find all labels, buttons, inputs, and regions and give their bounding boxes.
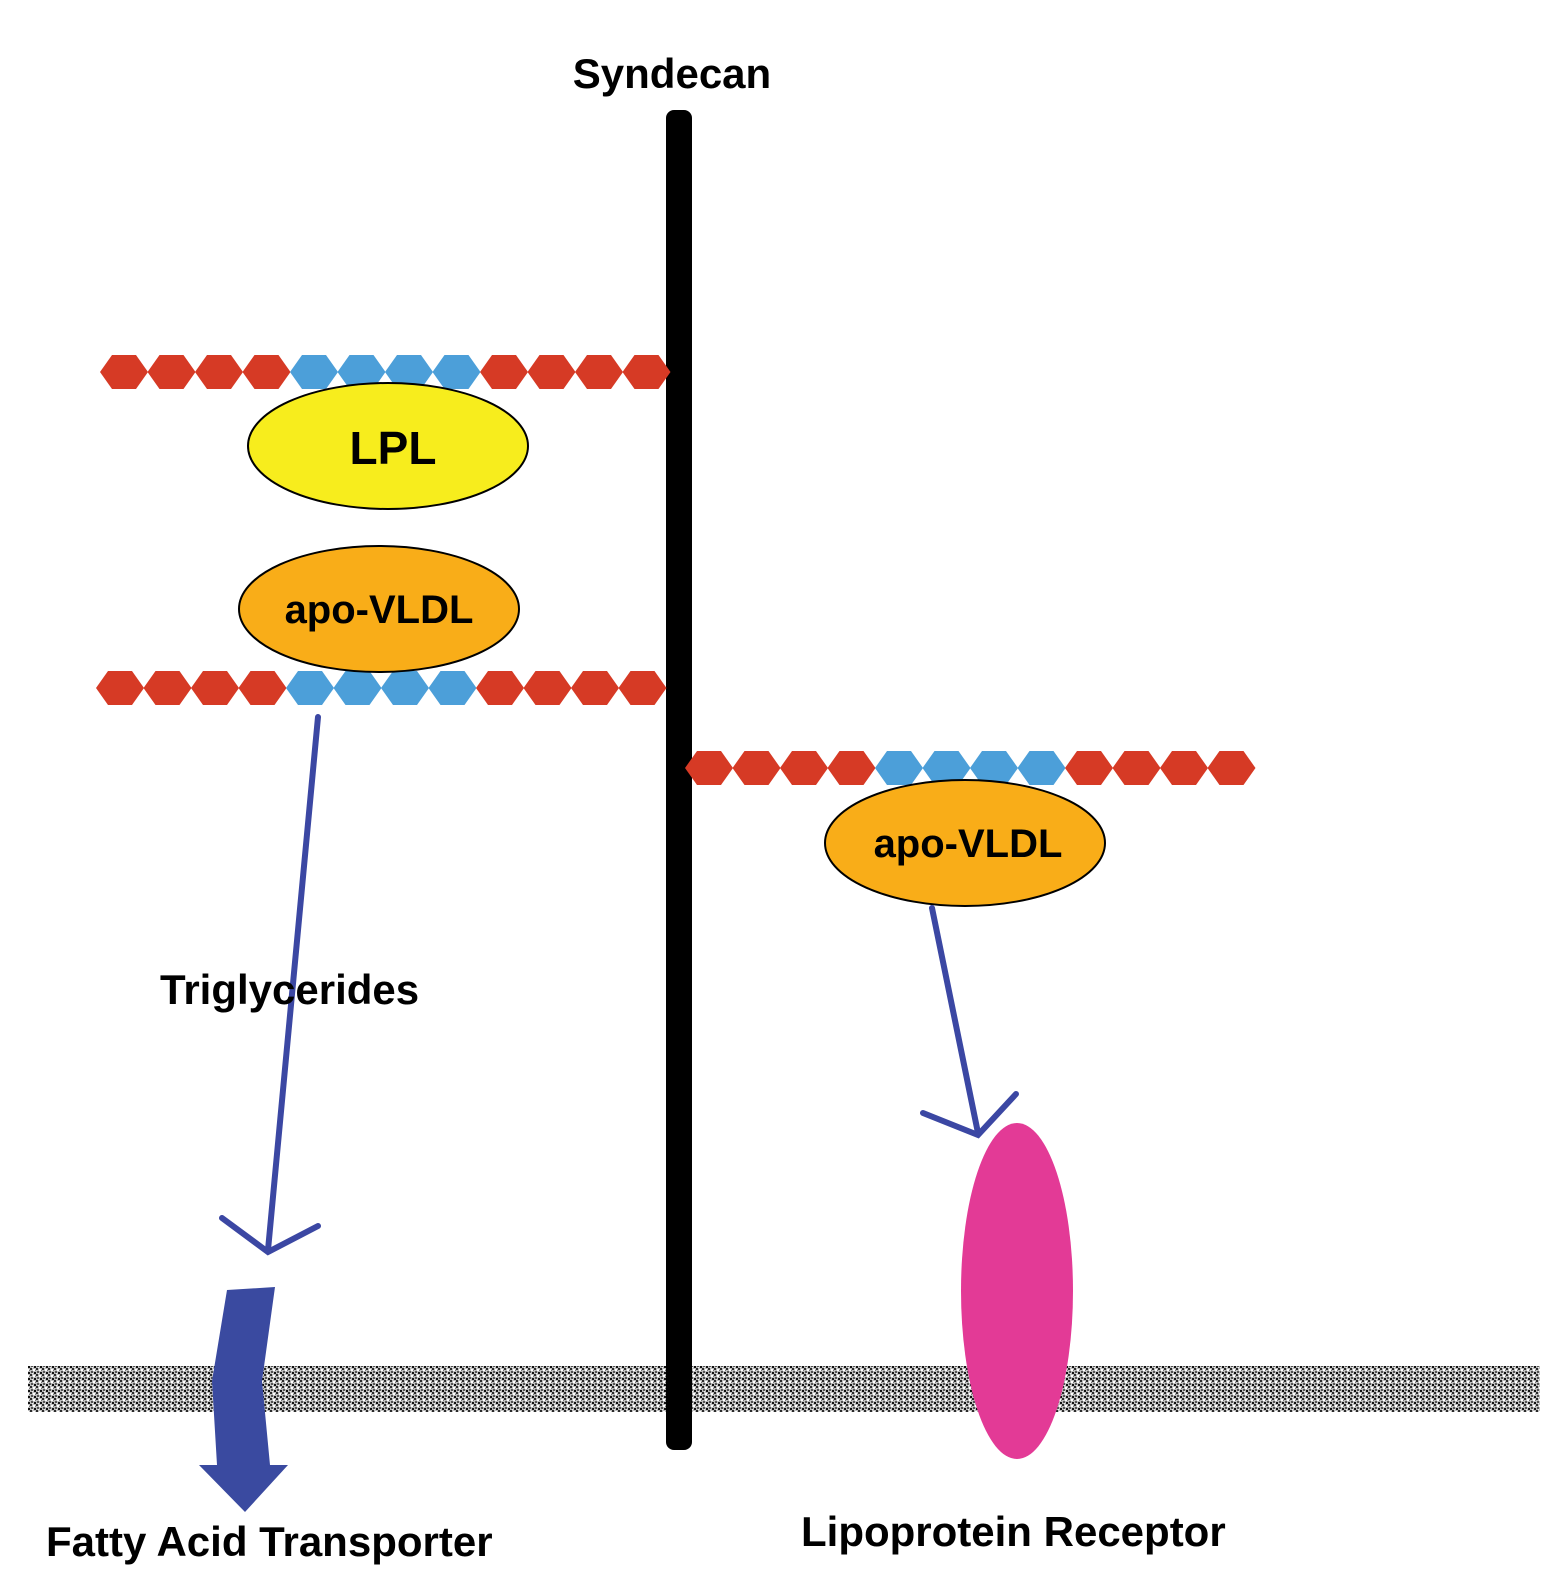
apo-vldl-right-ellipse <box>824 779 1106 907</box>
fatty-acid-transporter-label: Fatty Acid Transporter <box>46 1518 493 1565</box>
sugar-hexagon-red <box>100 355 148 389</box>
sulfated-hexagon-blue <box>290 355 338 389</box>
sugar-hexagon-red <box>575 355 623 389</box>
sugar-hexagon-red <box>242 355 291 389</box>
sugar-hexagon-red <box>571 671 619 705</box>
triglycerides-label: Triglycerides <box>160 966 419 1013</box>
sugar-hexagon-red <box>238 671 287 705</box>
sugar-hexagon-red <box>147 355 196 389</box>
heparan-sulfate-chain-right <box>685 751 1256 785</box>
heparan-sulfate-chain-upper <box>100 355 671 389</box>
sugar-hexagon-red <box>476 671 524 705</box>
sulfated-hexagon-blue <box>1017 751 1066 785</box>
lpl-ellipse <box>247 382 529 510</box>
sulfated-hexagon-blue <box>337 355 386 389</box>
sugar-hexagon-red <box>143 671 192 705</box>
lipoprotein-receptor-label: Lipoprotein Receptor <box>801 1508 1226 1555</box>
sugar-hexagon-red <box>685 751 733 785</box>
sugar-hexagon-red <box>780 751 828 785</box>
sulfated-hexagon-blue <box>875 751 923 785</box>
sugar-hexagon-red <box>618 671 667 705</box>
sugar-hexagon-red <box>523 671 572 705</box>
sulfated-hexagon-blue <box>970 751 1018 785</box>
sulfated-hexagon-blue <box>428 671 477 705</box>
syndecan-label: Syndecan <box>573 50 771 97</box>
lipoprotein-receptor <box>961 1123 1073 1459</box>
fatty-acid-transporter <box>199 1287 288 1512</box>
sugar-hexagon-red <box>195 355 243 389</box>
sulfated-hexagon-blue <box>922 751 971 785</box>
sulfated-hexagon-blue <box>381 671 429 705</box>
lpl-label: LPL <box>350 422 437 474</box>
sugar-hexagon-red <box>1065 751 1113 785</box>
sugar-hexagon-red <box>732 751 781 785</box>
sulfated-hexagon-blue <box>385 355 433 389</box>
cell-membrane <box>28 1366 1540 1412</box>
sugar-hexagon-red <box>527 355 576 389</box>
apo-vldl-right-label: apo-VLDL <box>874 822 1063 866</box>
lipoprotein-arrow <box>920 905 1019 1139</box>
sulfated-hexagon-blue <box>432 355 481 389</box>
sugar-hexagon-red <box>1207 751 1256 785</box>
sugar-hexagon-red <box>191 671 239 705</box>
heparan-sulfate-chain-lower <box>96 671 667 705</box>
sugar-hexagon-red <box>96 671 144 705</box>
sugar-hexagon-red <box>1112 751 1161 785</box>
sulfated-hexagon-blue <box>333 671 382 705</box>
sugar-hexagon-red <box>1160 751 1208 785</box>
syndecan-core-protein <box>666 110 692 1450</box>
sulfated-hexagon-blue <box>286 671 334 705</box>
sugar-hexagon-red <box>480 355 528 389</box>
apo-vldl-upper-label: apo-VLDL <box>285 588 474 632</box>
sugar-hexagon-red <box>622 355 671 389</box>
sugar-hexagon-red <box>827 751 876 785</box>
triglycerides-arrow <box>219 714 321 1256</box>
apo-vldl-upper-ellipse <box>238 545 520 673</box>
